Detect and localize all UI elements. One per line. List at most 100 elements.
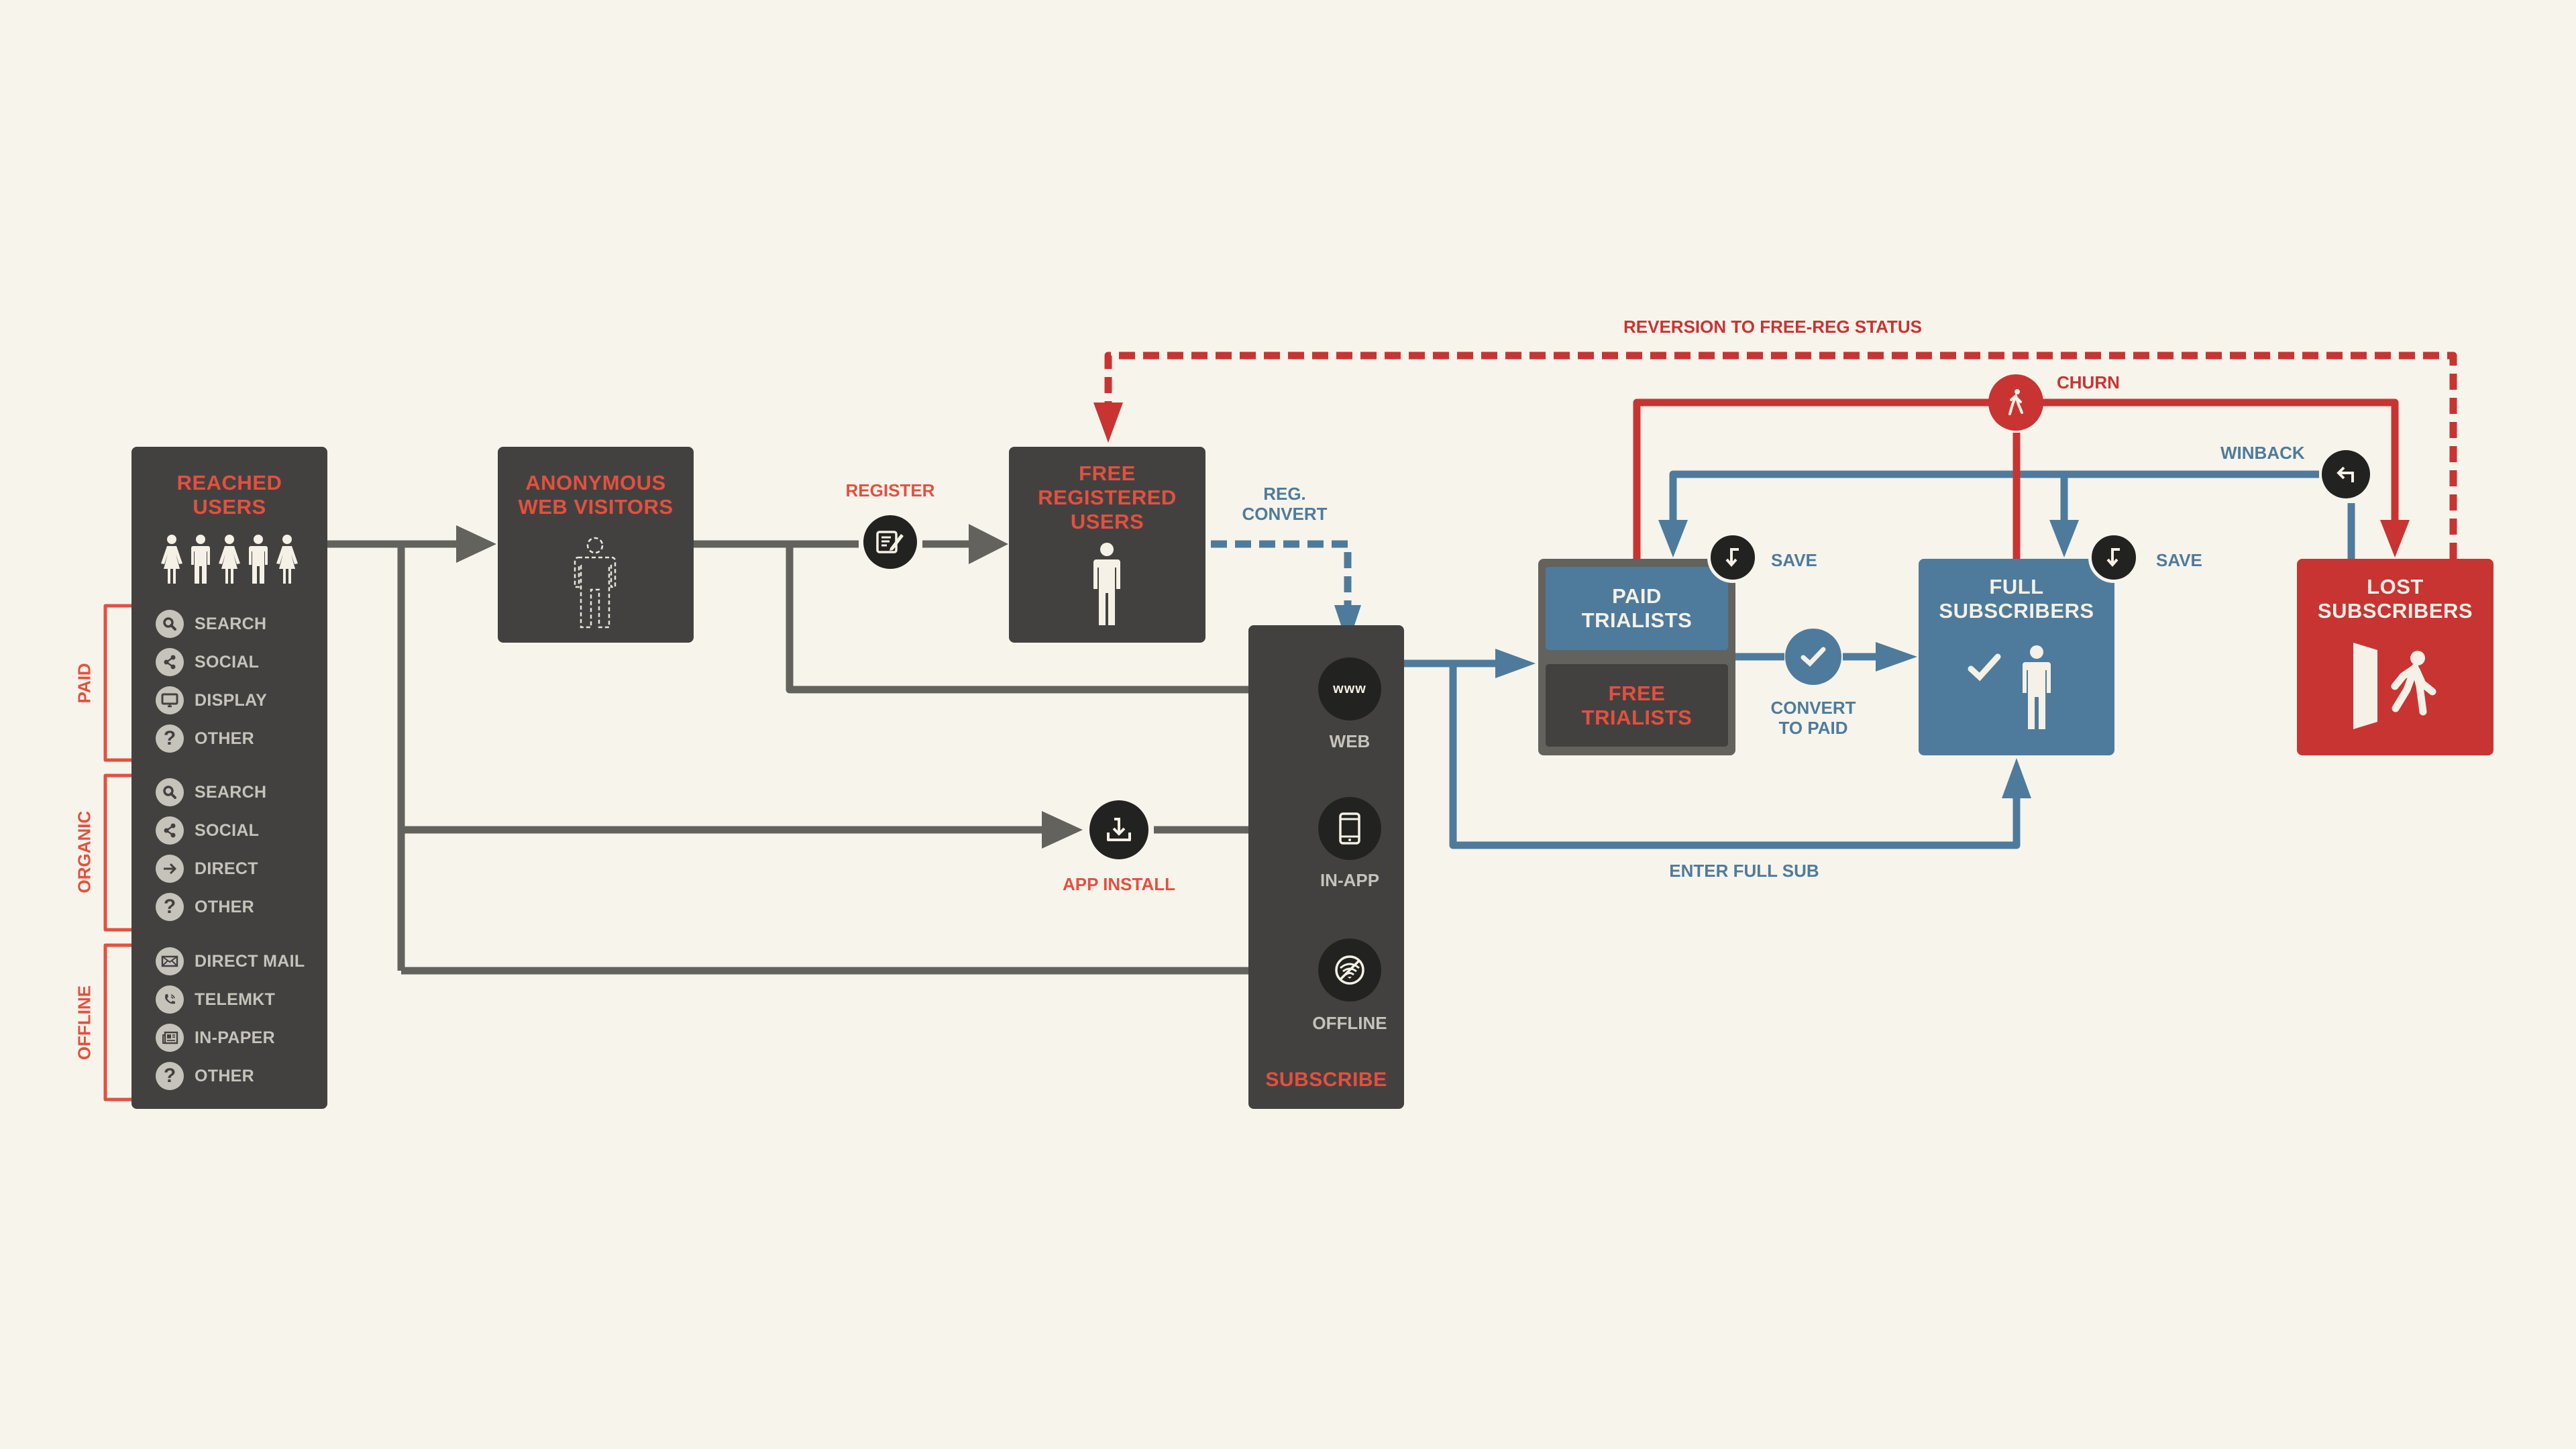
- anonymous-web-visitors-title: ANONYMOUS WEB VISITORS: [518, 471, 674, 519]
- subscribe-title: SUBSCRIBE: [1265, 1069, 1387, 1091]
- channel-label: DISPLAY: [195, 690, 268, 710]
- churn-label: CHURN: [2057, 372, 2120, 392]
- save-return-arrow-icon: [2106, 548, 2120, 568]
- save-trialists-step[interactable]: [1707, 532, 1758, 583]
- save-trialists-label: SAVE: [1771, 550, 1817, 570]
- bracket-organic: [103, 773, 146, 932]
- reversion-label: REVERSION TO FREE-REG STATUS: [1623, 317, 1922, 337]
- channel-offline-in-paper[interactable]: IN-PAPER: [156, 1023, 275, 1053]
- search-icon: [156, 610, 184, 638]
- channel-label: SEARCH: [195, 614, 267, 633]
- reg-convert-label: REG. CONVERT: [1242, 484, 1328, 524]
- convert-to-paid-label: CONVERT TO PAID: [1770, 698, 1856, 738]
- save-return-arrow-icon: [1725, 548, 1739, 568]
- free-registered-users-box[interactable]: FREE REGISTERED USERS: [1009, 447, 1205, 643]
- connector-reg-convert: [1211, 540, 1352, 617]
- man-icon: [249, 535, 268, 584]
- arrowhead: [1658, 520, 1688, 557]
- channel-organic-other[interactable]: ? OTHER: [156, 892, 254, 922]
- channel-label: SOCIAL: [195, 652, 260, 672]
- tablet-icon: [1339, 812, 1360, 845]
- connector-churn-to-lost: [2043, 398, 2399, 523]
- woman-icon: [161, 535, 182, 584]
- arrow-right-icon: [156, 855, 184, 883]
- bracket-offline: [103, 943, 146, 1102]
- channel-paid-social[interactable]: SOCIAL: [156, 647, 259, 677]
- paid-trialists-box[interactable]: PAID TRIALISTS: [1546, 567, 1728, 650]
- channel-label: OTHER: [195, 1066, 254, 1085]
- envelope-icon: [156, 947, 184, 975]
- arrowhead: [456, 525, 496, 563]
- convert-to-paid-step[interactable]: [1785, 629, 1841, 685]
- full-subscribers-title: FULL SUBSCRIBERS: [1939, 575, 2094, 623]
- channel-paid-display[interactable]: DISPLAY: [156, 686, 267, 715]
- anonymous-web-visitors-box[interactable]: ANONYMOUS WEB VISITORS: [498, 447, 694, 643]
- subscribe-in-app-option[interactable]: [1318, 797, 1381, 860]
- channel-offline-other[interactable]: ? OTHER: [156, 1061, 254, 1091]
- arrowhead: [1042, 811, 1083, 849]
- edit-form-icon: [876, 531, 904, 553]
- churn-step[interactable]: [1988, 374, 2043, 431]
- bracket-paid: [103, 604, 146, 762]
- lost-subscribers-box[interactable]: LOST SUBSCRIBERS: [2297, 559, 2493, 755]
- channel-label: SOCIAL: [195, 820, 260, 840]
- channel-offline-telemkt[interactable]: TELEMKT: [156, 985, 275, 1014]
- arrowhead: [2380, 520, 2410, 557]
- channel-label: OTHER: [195, 897, 254, 916]
- connector-winback-line: [1669, 470, 2319, 523]
- arrowhead: [1876, 642, 1917, 672]
- subscribe-web-option[interactable]: www: [1318, 657, 1381, 720]
- channel-paid-search[interactable]: SEARCH: [156, 609, 266, 639]
- free-registered-users-title: FREE REGISTERED USERS: [1038, 462, 1177, 533]
- no-wifi-icon: [1335, 955, 1364, 985]
- channel-organic-search[interactable]: SEARCH: [156, 777, 266, 807]
- lost-subscribers-title: LOST SUBSCRIBERS: [2317, 575, 2473, 623]
- full-subscribers-box[interactable]: FULL SUBSCRIBERS: [1919, 559, 2114, 755]
- reached-users-people: [131, 534, 327, 585]
- arrowhead: [2002, 758, 2031, 798]
- channel-label: TELEMKT: [195, 989, 276, 1009]
- www-icon: www: [1333, 681, 1366, 696]
- subscribe-box[interactable]: www WEB IN-APP OFFLINE SUBSCRIBE: [1248, 625, 1404, 1109]
- person-icon: [1093, 543, 1120, 625]
- subscribe-offline-label: OFFLINE: [1312, 1013, 1387, 1033]
- free-trialists-box[interactable]: FREE TRIALISTS: [1546, 664, 1728, 747]
- man-icon: [191, 535, 210, 584]
- monitor-icon: [156, 686, 184, 714]
- winback-step[interactable]: [2322, 450, 2370, 498]
- person-icon: [2023, 645, 2051, 729]
- channel-label: DIRECT MAIL: [195, 951, 305, 971]
- trialists-box: PAID TRIALISTS FREE TRIALISTS: [1538, 559, 1735, 755]
- register-label: REGISTER: [845, 480, 935, 500]
- phone-icon: [156, 985, 184, 1014]
- question-icon: ?: [156, 1062, 184, 1090]
- channel-label: DIRECT: [195, 859, 258, 878]
- enter-full-sub-label: ENTER FULL SUB: [1669, 861, 1819, 881]
- channel-offline-direct-mail[interactable]: DIRECT MAIL: [156, 947, 305, 976]
- exit-door-walking-person-icon: [2353, 643, 2436, 729]
- checkmark-icon: [1968, 653, 2001, 682]
- save-full-label: SAVE: [2156, 550, 2202, 570]
- reached-users-box[interactable]: REACHED USERS SEARCH SOCIAL DISPLAY ? OT…: [131, 447, 327, 1109]
- group-label-paid: PAID: [74, 663, 95, 704]
- subscribe-web-label: WEB: [1329, 731, 1371, 751]
- connector-enter-full-sub: [1449, 663, 2021, 849]
- connector-reversion: [1104, 352, 2457, 559]
- group-label-organic: ORGANIC: [74, 810, 95, 894]
- checkmark-icon: [1801, 647, 1826, 667]
- channel-organic-direct[interactable]: DIRECT: [156, 854, 258, 883]
- arrowhead: [1495, 649, 1536, 678]
- channel-paid-other[interactable]: ? OTHER: [156, 724, 254, 753]
- save-full-step[interactable]: [2088, 532, 2139, 583]
- channel-organic-social[interactable]: SOCIAL: [156, 816, 259, 845]
- share-icon: [156, 648, 184, 676]
- question-icon: ?: [156, 724, 184, 753]
- share-icon: [156, 816, 184, 845]
- reached-users-title: REACHED USERS: [176, 471, 282, 519]
- winback-label: WINBACK: [2220, 443, 2305, 463]
- subscribe-offline-option[interactable]: [1318, 938, 1381, 1002]
- app-install-step[interactable]: [1089, 800, 1148, 859]
- register-step[interactable]: [863, 515, 917, 569]
- free-trialists-title: FREE TRIALISTS: [1581, 682, 1693, 729]
- dashed-person-icon: [574, 537, 616, 629]
